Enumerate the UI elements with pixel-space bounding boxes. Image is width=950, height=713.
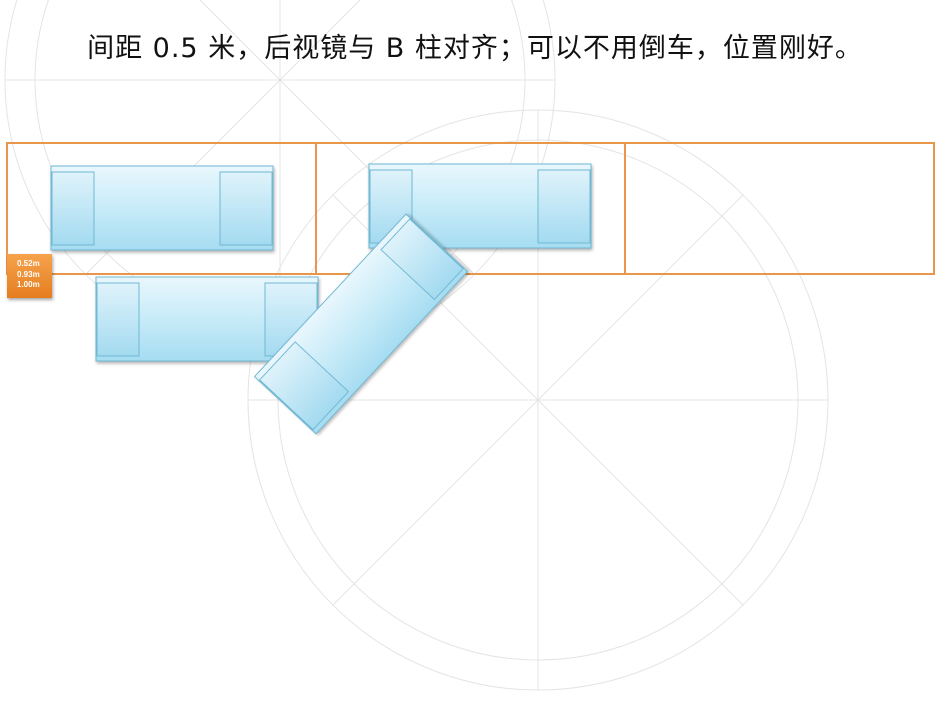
parked-car-left	[50, 165, 274, 251]
distance-badge: 0.52m 0.93m 1.00m	[7, 254, 52, 298]
car-window-rear	[51, 171, 95, 246]
page-title: 间距 0.5 米，后视镜与 B 柱对齐；可以不用倒车，位置刚好。	[87, 33, 863, 64]
distance-value-2: 0.93m	[17, 269, 40, 279]
own-car-turning	[253, 213, 469, 435]
car-window-front	[380, 218, 464, 301]
distance-value-3: 1.00m	[17, 280, 40, 289]
car-window-front	[219, 171, 273, 246]
own-car-start	[95, 276, 319, 362]
guide-line-d2	[332, 194, 744, 606]
car-window-front	[537, 169, 591, 244]
car-window-rear	[258, 341, 350, 431]
parking-slot-3	[624, 142, 935, 275]
parked-car-middle	[368, 163, 592, 249]
parking-slots	[6, 142, 935, 275]
distance-value-1: 0.52m	[17, 259, 40, 268]
car-window-rear	[96, 282, 140, 357]
